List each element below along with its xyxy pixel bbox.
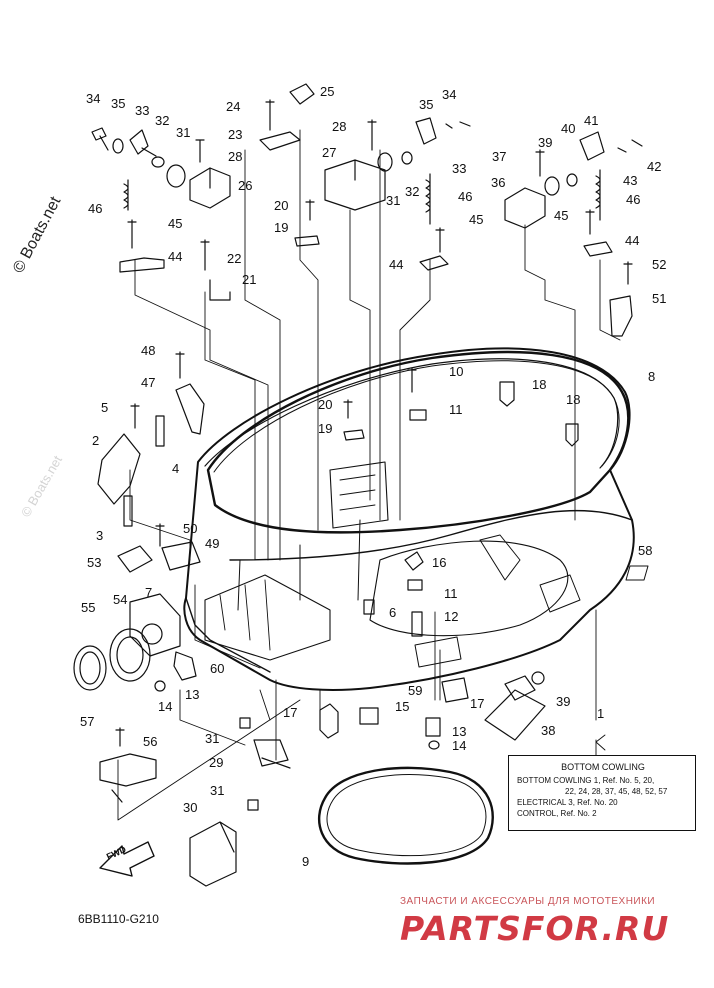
callout-7: 7 [145, 585, 153, 600]
shop-tagline: ЗАПЧАСТИ И АКСЕССУАРЫ ДЛЯ МОТОТЕХНИКИ [400, 896, 656, 907]
callout-55: 55 [81, 600, 96, 615]
callout-14: 14 [158, 699, 173, 714]
bottom-cowling-part [183, 347, 635, 691]
legend-box: BOTTOM COWLING BOTTOM COWLING 1, Ref. No… [508, 755, 696, 831]
callout-46b: 46 [458, 189, 473, 204]
callout-34: 34 [86, 91, 101, 106]
callout-53: 53 [87, 555, 102, 570]
callout-4: 4 [172, 461, 180, 476]
callout-40: 40 [561, 121, 576, 136]
callout-35b: 35 [419, 97, 434, 112]
callout-38: 38 [541, 723, 556, 738]
legend-line: 22, 24, 28, 37, 45, 48, 52, 57 [565, 787, 668, 796]
callout-31b: 31 [386, 193, 401, 208]
legend-title: BOTTOM COWLING [561, 762, 645, 772]
callout-16: 16 [432, 555, 447, 570]
callout-49: 49 [205, 536, 220, 551]
callout-47: 47 [141, 375, 156, 390]
callout-41: 41 [584, 113, 599, 128]
fwd-arrow [99, 841, 155, 877]
callout-57: 57 [80, 714, 95, 729]
seal-8-part [206, 350, 630, 534]
callout-45b: 45 [469, 212, 484, 227]
callout-29: 29 [209, 755, 224, 770]
callout-50: 50 [183, 521, 198, 536]
callout-10: 10 [449, 364, 464, 379]
callout-39: 39 [538, 135, 553, 150]
callout-19b: 19 [318, 421, 333, 436]
callout-54: 54 [113, 592, 128, 607]
seal-9-part [317, 766, 494, 865]
callout-48: 48 [141, 343, 156, 358]
callout-18b: 18 [566, 392, 581, 407]
callout-13: 13 [185, 687, 200, 702]
callout-44b: 44 [389, 257, 404, 272]
legend-line: ELECTRICAL 3, Ref. No. 20 [517, 798, 618, 807]
callout-46: 46 [88, 201, 103, 216]
callout-1: 1 [597, 706, 605, 721]
legend-line: BOTTOM COWLING 1, Ref. No. 5, 20, [517, 776, 655, 785]
callout-52: 52 [652, 257, 667, 272]
callout-33: 33 [135, 103, 150, 118]
callout-32: 32 [155, 113, 170, 128]
callout-20: 20 [274, 198, 289, 213]
callout-45c: 45 [554, 208, 569, 223]
callout-17b: 17 [283, 705, 298, 720]
callout-22: 22 [227, 251, 242, 266]
diagram-code: 6BB1110-G210 [78, 912, 159, 926]
callout-8: 8 [648, 369, 656, 384]
callout-34b: 34 [442, 87, 457, 102]
callout-11: 11 [449, 402, 463, 417]
callout-2: 2 [92, 433, 100, 448]
callout-28b: 28 [332, 119, 347, 134]
callout-26: 26 [238, 178, 253, 193]
callout-5: 5 [101, 400, 109, 415]
callout-6: 6 [389, 605, 397, 620]
callout-32b: 32 [405, 184, 420, 199]
callout-56: 56 [143, 734, 158, 749]
callout-59: 59 [408, 683, 423, 698]
callout-13b: 13 [452, 724, 467, 739]
callout-44c: 44 [625, 233, 640, 248]
callout-58: 58 [638, 543, 653, 558]
callout-11b: 11 [444, 586, 458, 601]
shop-logo: PARTSFOR.RU [400, 909, 670, 948]
callout-24: 24 [226, 99, 241, 114]
callout-31c: 31 [205, 731, 220, 746]
callout-46c: 46 [626, 192, 641, 207]
legend-line: CONTROL, Ref. No. 2 [517, 809, 597, 818]
callout-19: 19 [274, 220, 289, 235]
callout-18: 18 [532, 377, 547, 392]
callout-44: 44 [168, 249, 183, 264]
callout-33b: 33 [452, 161, 467, 176]
callout-31: 31 [176, 125, 191, 140]
callout-21: 21 [242, 272, 257, 287]
callout-42: 42 [647, 159, 662, 174]
small-parts [73, 83, 649, 887]
callout-20b: 20 [318, 397, 333, 412]
callout-14b: 14 [452, 738, 467, 753]
callout-23: 23 [228, 127, 243, 142]
callout-17: 17 [470, 696, 485, 711]
callout-30: 30 [183, 800, 198, 815]
callout-25: 25 [320, 84, 335, 99]
callout-45: 45 [168, 216, 183, 231]
callout-9: 9 [302, 854, 310, 869]
callout-35: 35 [111, 96, 126, 111]
callout-51: 51 [652, 291, 667, 306]
callout-12: 12 [444, 609, 459, 624]
callout-43: 43 [623, 173, 638, 188]
callout-15: 15 [395, 699, 410, 714]
callout-27: 27 [322, 145, 337, 160]
callout-37: 37 [492, 149, 507, 164]
callout-31d: 31 [210, 783, 225, 798]
callout-39b: 39 [556, 694, 571, 709]
callout-28: 28 [228, 149, 243, 164]
callout-60: 60 [210, 661, 225, 676]
callout-36: 36 [491, 175, 506, 190]
callout-3: 3 [96, 528, 104, 543]
